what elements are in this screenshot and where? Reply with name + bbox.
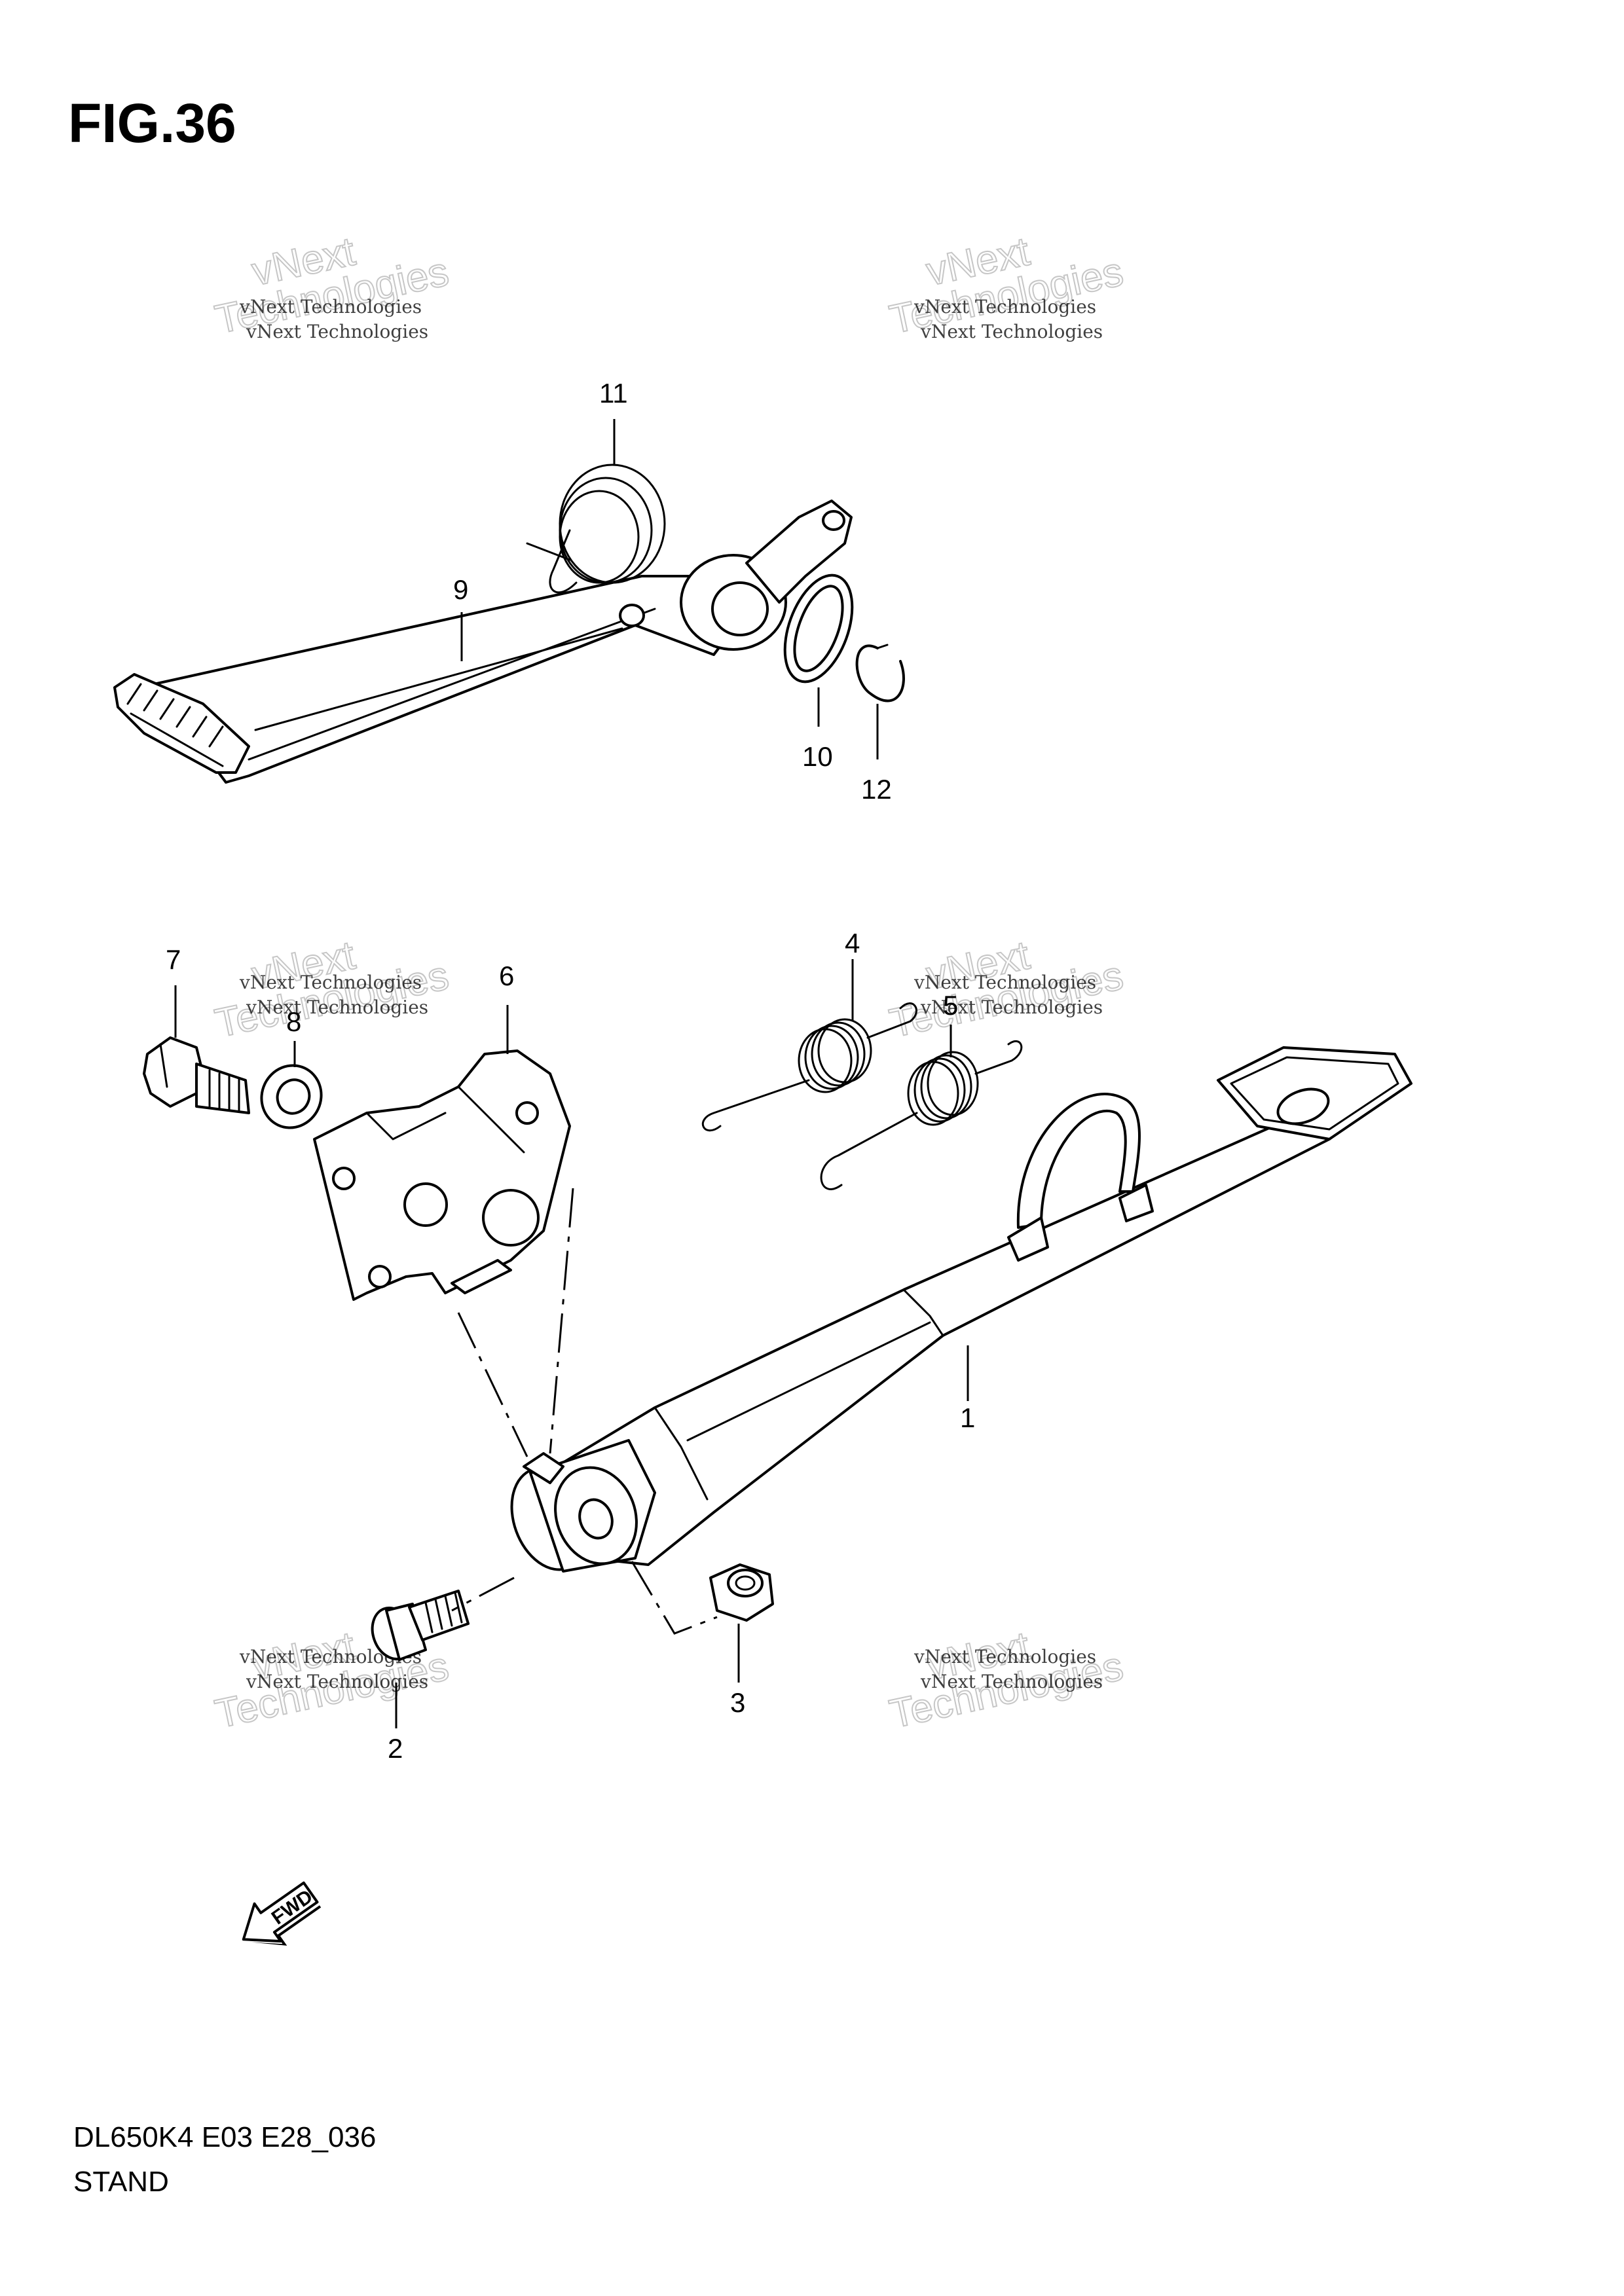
watermark-small: vNext Technologies <box>920 321 1103 342</box>
callout-10: 10 <box>802 741 833 772</box>
leader-lines <box>174 419 969 1728</box>
callout-9: 9 <box>453 574 468 605</box>
callout-5: 5 <box>943 990 958 1021</box>
part-3-nut <box>709 1563 774 1622</box>
part-4-spring <box>701 1002 917 1132</box>
part-11-spring <box>526 464 666 594</box>
part-9-lever <box>113 500 853 784</box>
watermark-small: vNext Technologies <box>913 1646 1096 1667</box>
callout-3: 3 <box>730 1687 745 1718</box>
callout-6: 6 <box>499 960 514 991</box>
part-7-bolt <box>143 1036 250 1114</box>
part-10-washer <box>783 574 854 683</box>
part-12-circlip <box>855 644 905 702</box>
model-code: DL650K4 E03 E28_036 <box>73 2121 377 2153</box>
forward-direction-arrow: FWD <box>242 1881 322 1946</box>
watermark-small: vNext Technologies <box>246 321 428 342</box>
part-6-bracket <box>313 1049 571 1301</box>
part-8-washer <box>260 1064 323 1129</box>
part-1-side-stand <box>510 1046 1412 1573</box>
watermark-small: vNext Technologies <box>913 296 1096 318</box>
figure-title: FIG.36 <box>68 92 236 154</box>
watermark-small: vNext Technologies <box>239 296 422 318</box>
callout-1: 1 <box>960 1402 975 1433</box>
watermark-small: vNext Technologies <box>920 1671 1103 1692</box>
callout-12: 12 <box>861 774 892 805</box>
watermark-small: vNext Technologies <box>913 972 1096 993</box>
watermark-small: vNext Technologies <box>246 996 428 1018</box>
watermark-small: vNext Technologies <box>246 1671 428 1692</box>
part-5-spring <box>820 1040 1023 1190</box>
watermark-small: vNext Technologies <box>239 972 422 993</box>
callout-7: 7 <box>166 944 181 975</box>
callout-labels: 11 9 10 12 7 8 6 4 5 1 2 3 <box>166 378 975 1764</box>
callout-2: 2 <box>388 1733 403 1764</box>
group-name: STAND <box>73 2166 169 2198</box>
callout-11: 11 <box>599 378 628 409</box>
watermark-small: vNext Technologies <box>920 996 1103 1018</box>
callout-8: 8 <box>286 1006 301 1037</box>
callout-4: 4 <box>845 928 860 958</box>
